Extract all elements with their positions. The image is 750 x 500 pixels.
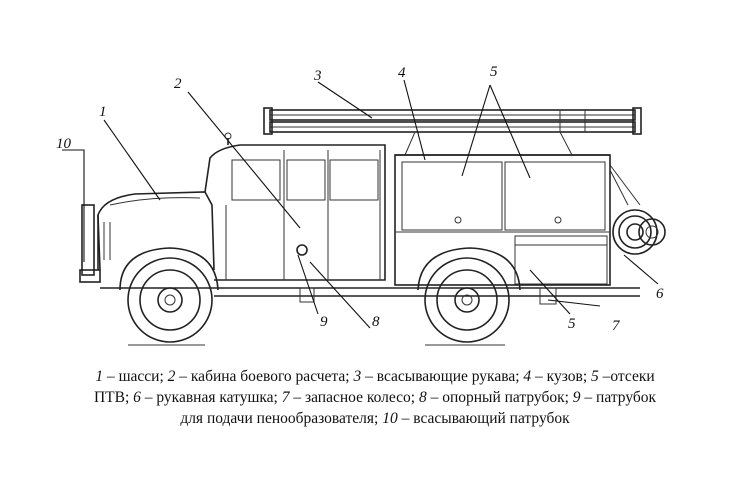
- caption-num-10: 10: [382, 410, 398, 427]
- callout-4: 4: [398, 65, 406, 81]
- callout-5-bottom: 5: [568, 316, 576, 332]
- caption-num-6: 6: [133, 389, 141, 406]
- caption-num-1: 1: [95, 368, 104, 385]
- hose-reel: [609, 164, 666, 255]
- caption-num-7: 7: [281, 389, 290, 406]
- caption-line-3: для подачи пенообразователя; 10 – всасыв…: [180, 410, 570, 427]
- caption-num-8: 8: [418, 389, 427, 406]
- chassis-front: [79, 191, 215, 283]
- callout-8: 8: [372, 314, 380, 330]
- caption-line-1: 1 – шасси; 2 – кабина боевого расчета; 3…: [95, 368, 655, 385]
- fire-truck-drawing: 1 2 3 4 5 6 7 5 8 9 10: [56, 64, 666, 346]
- callout-7: 7: [612, 318, 621, 334]
- caption-num-5: 5: [591, 368, 599, 385]
- caption-num-3: 3: [353, 368, 362, 385]
- body: [394, 154, 611, 286]
- callout-5-top: 5: [490, 64, 498, 80]
- crew-cab: [204, 132, 386, 281]
- callout-2: 2: [174, 76, 182, 92]
- caption-num-9: 9: [572, 389, 581, 406]
- rear-wheel: [417, 247, 521, 343]
- leader-lines: [62, 79, 659, 329]
- callout-3: 3: [313, 68, 322, 84]
- callout-1: 1: [99, 104, 107, 120]
- figure-caption: 1 – шасси; 2 – кабина боевого расчета; 3…: [0, 366, 750, 429]
- callout-labels: 1 2 3 4 5 6 7 5 8 9 10: [56, 64, 664, 334]
- callout-10: 10: [56, 136, 72, 152]
- callout-6: 6: [656, 286, 664, 302]
- caption-num-4: 4: [523, 368, 532, 385]
- frame: [100, 287, 640, 305]
- callout-9: 9: [320, 314, 328, 330]
- caption-line-2: ПТВ; 6 – рукавная катушка; 7 – запасное …: [93, 389, 657, 406]
- caption-num-2: 2: [167, 368, 176, 385]
- suction-hoses: [263, 107, 642, 156]
- front-wheel: [119, 247, 219, 343]
